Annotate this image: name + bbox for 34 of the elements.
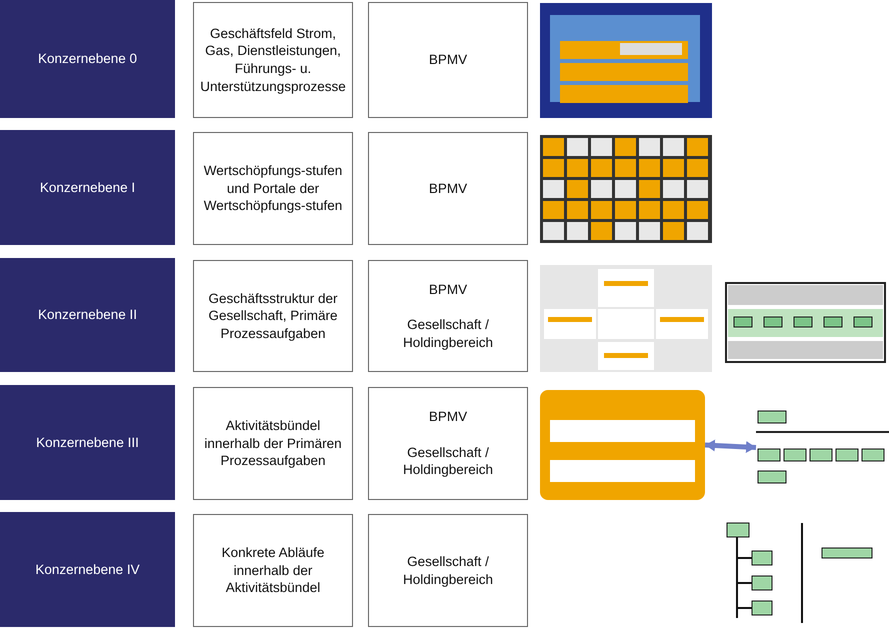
description-box	[193, 514, 353, 627]
scope-box	[368, 2, 528, 118]
box-subtext: Gesellschaft / Holdingbereich	[402, 316, 494, 352]
description-box	[193, 260, 353, 372]
box-text: Gesellschaft / Holdingbereich	[402, 552, 494, 588]
description-box	[193, 387, 353, 500]
scope-box	[368, 260, 528, 372]
process-overview-drawing	[540, 390, 705, 500]
box-text: Konzernebene II	[38, 306, 138, 324]
box-text: Geschäftsstruktur der Gesellschaft, Primäre Prozessaufgaben	[207, 290, 339, 342]
box-text: Wertschöpfungs-stufen und Portale der Wertschöpfungs-stufen	[202, 162, 344, 215]
box-text: Geschäftsfeld Strom, Gas, Dienstleistungen, Führungs- u. Unterstützungsprozesse	[200, 24, 346, 96]
double-arrow	[704, 440, 756, 453]
box-subtext: Gesellschaft / Holdingbereich	[402, 444, 494, 479]
description-box	[193, 2, 353, 118]
box-text: Konzernebene III	[36, 434, 139, 452]
box-text: BPMV	[428, 51, 468, 69]
scope-box	[368, 387, 528, 500]
box-text: BPMV	[428, 408, 468, 426]
level-label-box	[0, 258, 175, 372]
level-label-box	[0, 385, 175, 500]
level-label-box	[0, 130, 175, 245]
scope-box	[368, 132, 528, 245]
box-text: BPMV	[428, 280, 468, 298]
box-text: Konkrete Abläufe innerhalb der Aktivitätsbündel	[220, 544, 326, 597]
box-text: Konzernebene 0	[38, 50, 138, 68]
level-label-box	[0, 512, 175, 627]
box-text: BPMV	[428, 180, 468, 198]
description-box	[193, 132, 353, 245]
level-label-box	[0, 0, 175, 118]
box-text: Konzernebene I	[40, 178, 136, 196]
box-text: Aktivitätsbündel innerhalb der Primären Prozessaufgaben	[203, 417, 343, 470]
box-text: Konzernebene IV	[35, 560, 140, 578]
scope-box	[368, 514, 528, 627]
